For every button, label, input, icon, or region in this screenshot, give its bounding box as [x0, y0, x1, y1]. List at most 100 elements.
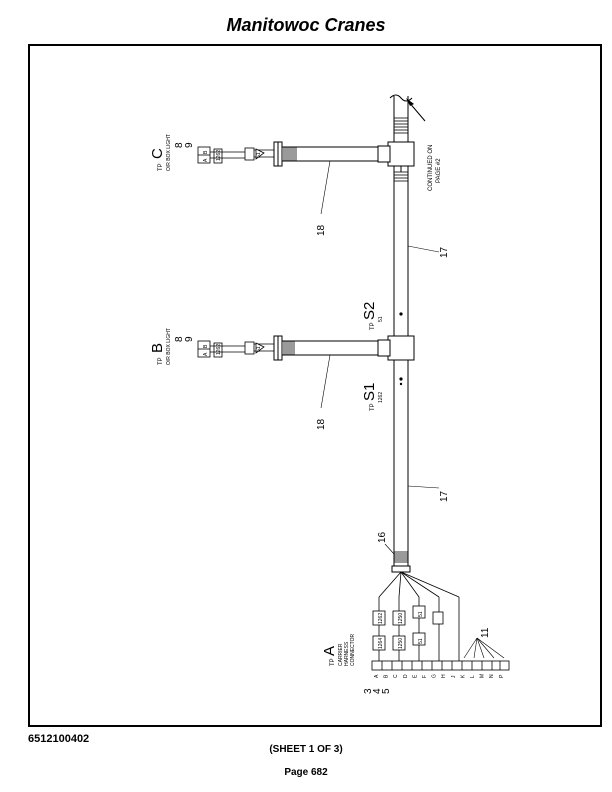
svg-text:9: 9	[184, 142, 195, 148]
pin-letter: K	[460, 674, 466, 678]
callout-3: 3	[363, 688, 374, 694]
svg-text:TP: TP	[158, 357, 164, 365]
pin-letter: J	[451, 675, 457, 678]
svg-text:16: 16	[377, 531, 388, 543]
callout-4: 4	[372, 688, 383, 694]
svg-text:TP: TP	[158, 163, 164, 171]
svg-text:HARNESS: HARNESS	[344, 641, 350, 666]
callout-11-leaders	[463, 637, 505, 659]
svg-text:TP: TP	[370, 322, 376, 330]
pin-letter: B	[384, 674, 390, 678]
branch-b-hatch	[283, 341, 295, 355]
continued-arrow-icon	[406, 98, 414, 106]
label-tp-b: TP B O/R BOX LIGHT	[149, 328, 172, 365]
pin-letter-text: P	[499, 674, 505, 678]
pin-letter-text: D	[403, 674, 409, 678]
svg-text:TP: TP	[370, 403, 376, 411]
wire-label-a5: 51	[418, 611, 424, 617]
branch-c-hatch	[283, 147, 297, 161]
svg-text:S2: S2	[361, 302, 378, 320]
svg-text:8: 8	[174, 336, 185, 342]
svg-text:1250: 1250	[398, 613, 404, 624]
svg-text:B: B	[149, 343, 166, 353]
wire-label-a3: 1250	[398, 613, 404, 624]
pin-ab-b: A B	[203, 344, 209, 356]
label-tp-c-item2: 9	[184, 142, 195, 148]
trunk-hatch-bottom	[394, 551, 408, 563]
svg-text:18: 18	[316, 224, 327, 236]
svg-text:51: 51	[378, 316, 384, 322]
svg-text:1262: 1262	[216, 344, 222, 355]
pin-letter-text: K	[460, 674, 466, 678]
pin-letter-text: N	[489, 674, 495, 678]
wire-label-a6: 51	[418, 638, 424, 644]
svg-text:O/R BOX LIGHT: O/R BOX LIGHT	[166, 134, 172, 171]
wire-label-b1: 1262	[216, 344, 222, 355]
junction-b	[377, 335, 415, 361]
pin-letter-text: C	[393, 674, 399, 678]
svg-text:A: A	[203, 158, 209, 162]
pin-letter-text: L	[470, 675, 476, 678]
svg-text:B: B	[203, 150, 209, 154]
svg-text:CONTINUED ON: CONTINUED ON	[428, 145, 434, 191]
callout-18a: 18	[316, 224, 327, 236]
svg-text:51: 51	[256, 152, 262, 158]
svg-text:4: 4	[372, 688, 383, 694]
svg-text:1262: 1262	[216, 150, 222, 161]
svg-text:S1: S1	[361, 383, 378, 401]
pin-letter: P	[499, 674, 505, 678]
pin-letter: F	[422, 675, 428, 678]
callout-5: 5	[381, 688, 392, 694]
label-tp-s2: TP S2 51	[361, 302, 384, 330]
svg-text:1264: 1264	[378, 638, 384, 649]
svg-text:CARRIER: CARRIER	[338, 643, 344, 666]
svg-text:9: 9	[184, 336, 195, 342]
pin-letter-text: A	[374, 674, 380, 678]
label-tp-c-items: 8	[174, 142, 185, 148]
callout-18b: 18	[316, 418, 327, 430]
junction-c	[377, 141, 415, 172]
wiring-diagram: TP C O/R BOX LIGHT 8 9 A B 1262 51 TP B …	[149, 94, 510, 694]
wire-label-c2: 51	[256, 152, 262, 158]
label-tp-a: TP A CARRIER HARNESS CONNECTOR	[321, 633, 356, 666]
pin-letter-text: G	[432, 674, 438, 678]
callout-leaders	[320, 100, 440, 555]
page-number: Page 682	[284, 767, 328, 778]
svg-text:51: 51	[256, 346, 262, 352]
svg-text:1262: 1262	[378, 613, 384, 624]
pin-letter-text: F	[422, 675, 428, 678]
fan-out-wires	[378, 571, 460, 661]
pin-letter: G	[432, 674, 438, 678]
label-tp-b-item2: 9	[184, 336, 195, 342]
svg-text:8: 8	[174, 142, 185, 148]
diagram-frame	[28, 44, 602, 727]
pin-ab-c: A B	[203, 150, 209, 162]
svg-text:3: 3	[363, 688, 374, 694]
callout-17b: 17	[439, 490, 450, 502]
svg-text:C: C	[149, 148, 166, 159]
pin-letter-text: E	[412, 674, 418, 678]
wire-label-a1: 1262	[378, 613, 384, 624]
wire-label-a2: 1264	[378, 638, 384, 649]
pin-letter-text: M	[480, 674, 486, 678]
svg-text:O/R BOX LIGHT: O/R BOX LIGHT	[166, 328, 172, 365]
document-number: 6512100402	[28, 733, 90, 745]
svg-text:11: 11	[480, 627, 491, 638]
svg-text:1262: 1262	[378, 392, 384, 403]
wire-label-a4: 1250	[398, 638, 404, 649]
label-tp-c: TP C O/R BOX LIGHT	[149, 134, 172, 171]
connector-a-pins	[371, 660, 510, 671]
pin-letter-text: H	[441, 674, 447, 678]
svg-text:17: 17	[439, 246, 450, 258]
pin-letter-text: B	[384, 674, 390, 678]
callout-17a: 17	[439, 246, 450, 258]
callout-11: 11	[480, 627, 491, 638]
label-tp-b-items: 8	[174, 336, 185, 342]
svg-text:B: B	[203, 344, 209, 348]
pin-letter: N	[489, 674, 495, 678]
svg-text:51: 51	[418, 638, 424, 644]
callout-16: 16	[377, 531, 388, 543]
pin-letter: C	[393, 674, 399, 678]
pin-letter: H	[441, 674, 447, 678]
